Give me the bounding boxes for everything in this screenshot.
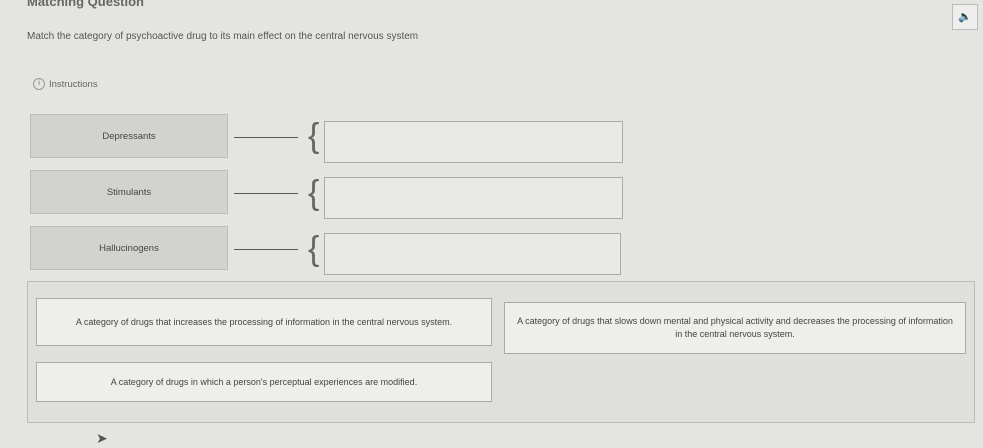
- drop-slot-2[interactable]: [324, 177, 623, 219]
- term-hallucinogens[interactable]: Hallucinogens: [30, 226, 228, 270]
- connector-line: [234, 249, 298, 250]
- brace-icon: {: [308, 230, 320, 268]
- info-icon: i: [33, 78, 45, 90]
- choice-card-increases[interactable]: A category of drugs that increases the p…: [36, 298, 492, 346]
- instructions-toggle[interactable]: i Instructions: [33, 78, 98, 90]
- term-stimulants[interactable]: Stimulants: [30, 170, 228, 214]
- mouse-cursor-icon: ➤: [96, 430, 108, 446]
- brace-icon: {: [308, 117, 320, 155]
- question-prompt: Match the category of psychoactive drug …: [27, 31, 419, 42]
- term-depressants[interactable]: Depressants: [30, 114, 228, 158]
- choice-card-perceptual[interactable]: A category of drugs in which a person's …: [36, 362, 492, 402]
- page-title: Matching Question: [27, 0, 144, 9]
- drop-slot-1[interactable]: [324, 121, 623, 163]
- instructions-label: Instructions: [49, 78, 98, 90]
- connector-line: [234, 137, 298, 138]
- speaker-icon[interactable]: 🔈: [952, 4, 978, 30]
- brace-icon: {: [308, 174, 320, 212]
- choice-card-slows[interactable]: A category of drugs that slows down ment…: [504, 302, 966, 354]
- drop-slot-3[interactable]: [324, 233, 621, 275]
- connector-line: [234, 193, 298, 194]
